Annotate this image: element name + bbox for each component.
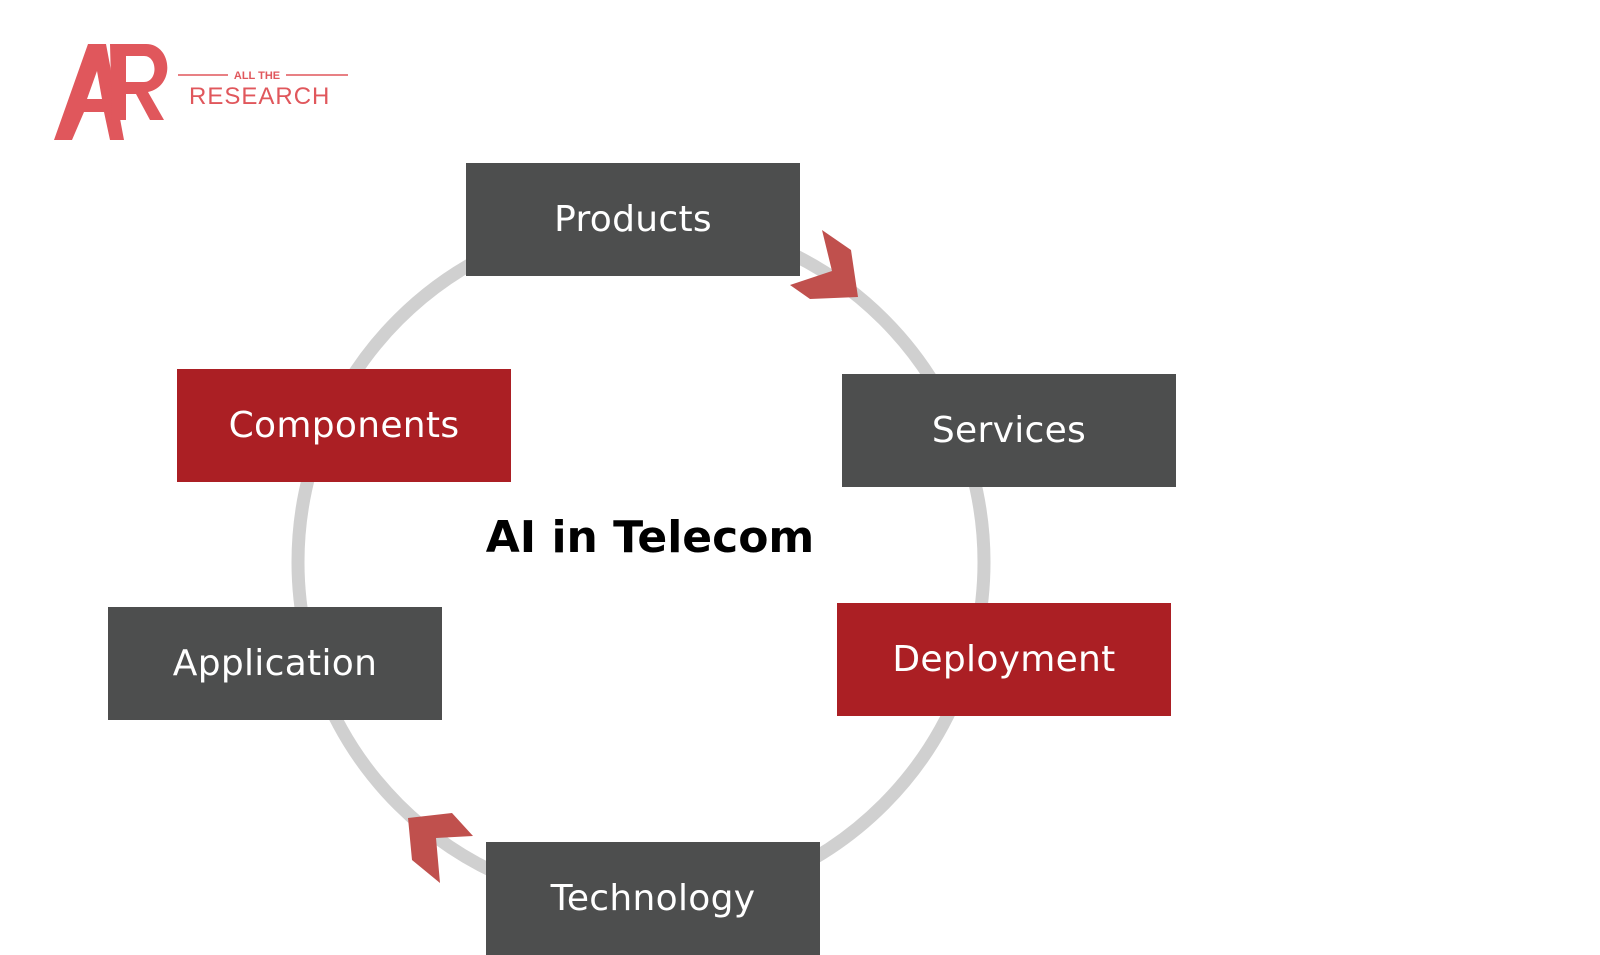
logo-a-letter [54,44,124,140]
logo-r-letter [110,44,168,120]
center-title: AI in Telecom [485,512,815,563]
services-label: Services [931,410,1087,451]
services-box: Services [842,374,1176,487]
all-the-research-logo: ALL THE RESEARCH [54,44,348,140]
products-label: Products [554,199,712,240]
cycle-arrow-bottom-left [408,813,473,883]
application-box: Application [108,607,442,720]
deployment-label: Deployment [892,639,1116,680]
application-label: Application [172,643,378,684]
cycle-arrow-top-right [790,230,858,299]
logo-small-text: ALL THE [234,70,280,82]
technology-box: Technology [486,842,820,955]
deployment-box: Deployment [837,603,1171,716]
technology-label: Technology [550,878,756,919]
logo-big-text: RESEARCH [189,83,330,110]
components-label: Components [228,405,460,446]
components-box: Components [177,369,511,482]
products-box: Products [466,163,800,276]
